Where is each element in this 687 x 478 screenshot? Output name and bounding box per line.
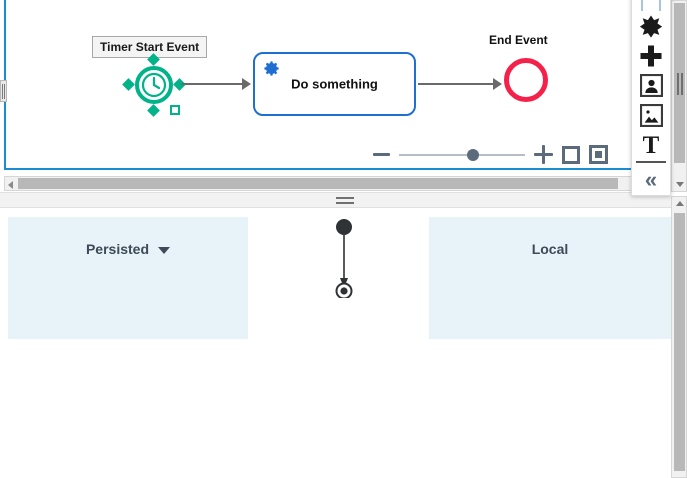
region-persisted[interactable]: Persisted [8,217,248,339]
bpmn-canvas-frame[interactable]: Timer Start Event [4,0,633,170]
timer-start-event-icon [135,66,173,104]
bpmn-canvas[interactable]: Timer Start Event [6,0,631,168]
palette-item-user-task[interactable] [632,71,670,101]
palette-item-partial-top[interactable] [632,0,670,11]
gear-icon [262,59,281,83]
service-task-label: Do something [291,76,378,92]
bpmn-vertical-scrollbar[interactable] [671,0,687,192]
bpmn-zoom-toolbar [373,145,608,164]
user-task-icon [639,74,663,98]
zoom-slider-knob[interactable] [467,148,479,161]
sequence-flow-1-arrowhead [242,78,251,90]
node-timer-start-event[interactable] [122,53,186,117]
partial-icon [641,0,661,11]
chevron-double-left-icon: « [644,167,658,193]
palette-item-add[interactable] [632,41,670,71]
node-end-event[interactable] [504,58,548,102]
bpmn-vscroll-grip[interactable] [676,73,684,95]
region-persisted-label: Persisted [85,241,150,257]
region-local-label: Local [531,241,569,257]
shape-palette[interactable]: T « [631,0,671,196]
starburst-icon [639,15,663,38]
scroll-left-arrow-icon[interactable] [8,181,13,189]
bpmn-hscroll-thumb[interactable] [18,178,618,189]
activity-vertical-scrollbar[interactable] [671,196,687,478]
timer-start-event-label: Timer Start Event [92,36,208,58]
bpmn-horizontal-scrollbar[interactable] [4,176,632,191]
node-service-task[interactable]: Do something [253,52,416,116]
activity-vscroll-thumb[interactable] [674,213,685,471]
fit-to-screen-icon[interactable] [562,145,580,164]
sequence-flow-2[interactable] [418,83,494,85]
zoom-slider-track[interactable] [399,148,525,161]
sequence-flow-1[interactable] [181,83,243,85]
actual-size-icon[interactable] [589,145,608,164]
splitter-grip-icon[interactable] [336,197,354,205]
zoom-out-button[interactable] [373,153,390,156]
chevron-down-icon[interactable] [158,246,171,254]
region-persisted-label-row: Persisted [8,241,248,257]
region-local[interactable]: Local [429,217,671,339]
activity-editor-pane: Persisted Local [0,208,671,478]
image-icon [639,104,663,127]
zoom-in-button[interactable] [534,145,553,164]
palette-item-image[interactable] [632,101,670,131]
pane-splitter[interactable] [0,192,671,208]
bpmn-vscroll-thumb[interactable] [674,3,685,163]
scroll-down-arrow-icon[interactable] [676,182,684,187]
selection-resize-square[interactable] [170,105,180,115]
sequence-flow-2-arrowhead [493,78,502,90]
text-icon: T [642,131,660,159]
bpmn-editor-pane: Timer Start Event [0,0,687,178]
scroll-up-arrow-icon[interactable] [676,201,684,206]
palette-item-gateway[interactable] [632,11,670,41]
palette-separator [636,161,666,164]
palette-collapse-button[interactable]: « [632,165,670,195]
uml-activity-flow[interactable] [330,218,358,303]
initial-node [336,219,352,235]
palette-item-text[interactable]: T [632,130,670,160]
plus-icon [640,45,662,67]
left-pane-drag-handle[interactable] [0,80,7,102]
end-event-label: End Event [489,33,548,47]
